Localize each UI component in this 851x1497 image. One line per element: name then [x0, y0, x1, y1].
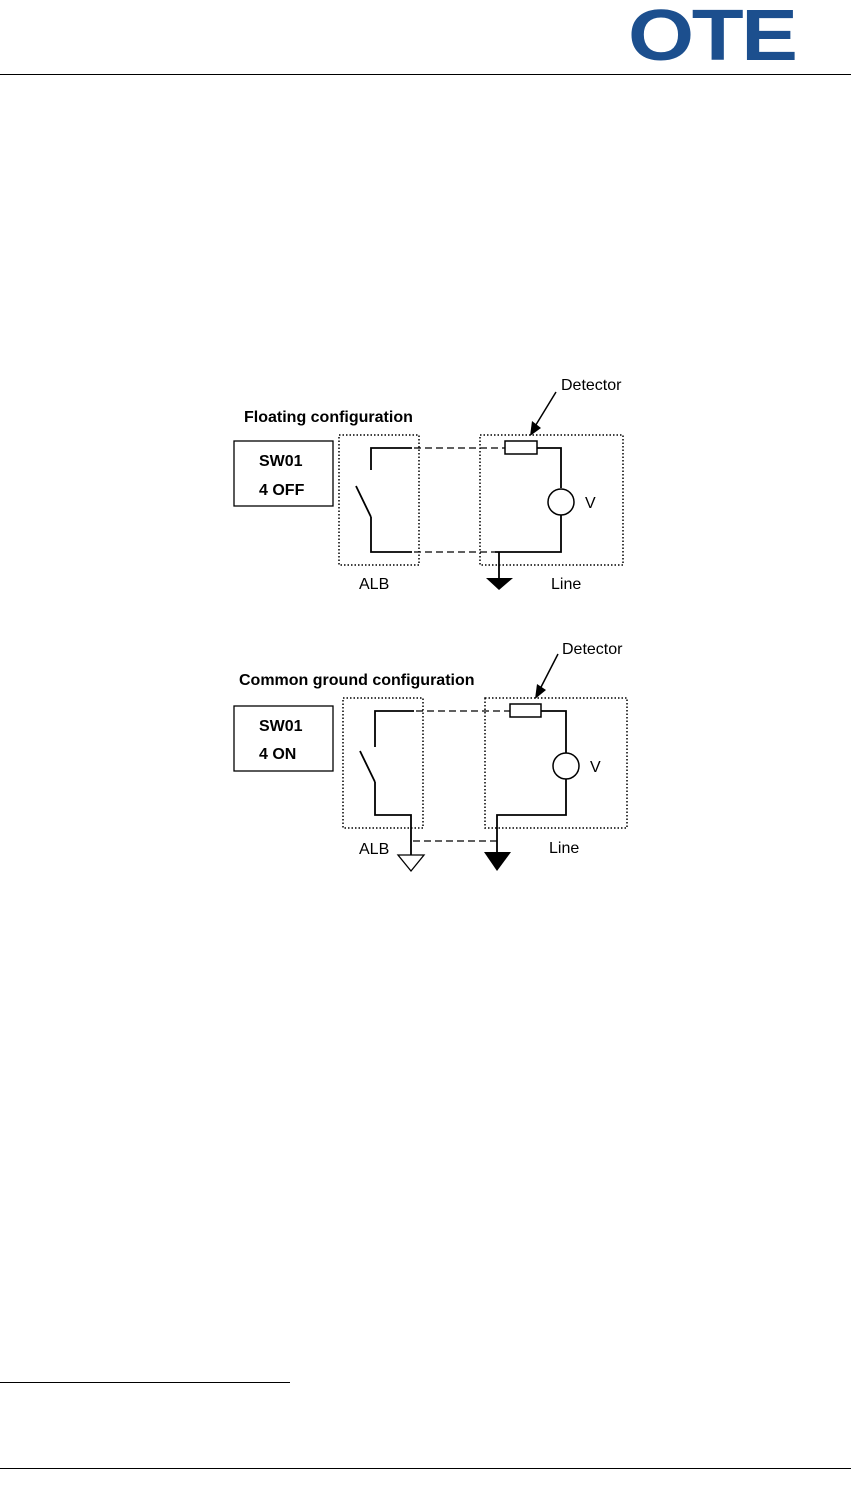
common-voltage-source [553, 753, 579, 779]
floating-alb-label: ALB [359, 576, 389, 593]
floating-voltage-label: V [585, 495, 596, 512]
common-detector-resistor [510, 704, 541, 717]
floating-cable [414, 448, 505, 552]
common-line-ground-icon [484, 852, 511, 871]
floating-detector-resistor [505, 441, 537, 454]
common-cable [413, 711, 510, 841]
floating-switch-label: SW01 [259, 453, 303, 470]
common-ground-configuration-diagram: Common ground configuration SW01 4 ON De… [234, 641, 627, 871]
common-line-box [485, 698, 627, 828]
footer-rule [0, 1468, 851, 1469]
common-alb-label: ALB [359, 841, 389, 858]
floating-line-circuit [495, 441, 574, 578]
floating-detector-arrow [534, 392, 556, 428]
floating-line-label: Line [551, 576, 581, 593]
common-detector-label: Detector [562, 641, 623, 658]
common-title: Common ground configuration [239, 672, 475, 689]
floating-line-box [480, 435, 623, 565]
common-detector-arrow [539, 654, 558, 691]
common-switch-state: 4 ON [259, 746, 296, 763]
common-detector-arrowhead-icon [535, 684, 546, 699]
floating-switch-state: 4 OFF [259, 482, 305, 499]
common-switch-label: SW01 [259, 718, 303, 735]
floating-voltage-source [548, 489, 574, 515]
common-alb-box [343, 698, 423, 828]
floating-alb-box [339, 435, 419, 565]
floating-detector-arrowhead-icon [530, 421, 541, 436]
floating-configuration-diagram: Floating configuration SW01 4 OFF [234, 377, 623, 593]
common-voltage-label: V [590, 759, 601, 776]
common-alb-ground-icon [398, 855, 424, 871]
floating-ground-icon [486, 578, 513, 590]
floating-detector-label: Detector [561, 377, 622, 394]
common-line-label: Line [549, 840, 579, 857]
common-switch-symbol [360, 711, 414, 855]
floating-title: Floating configuration [244, 409, 413, 426]
floating-switch-symbol [356, 448, 412, 552]
common-line-circuit [497, 704, 579, 852]
footnote-separator [0, 1382, 290, 1383]
